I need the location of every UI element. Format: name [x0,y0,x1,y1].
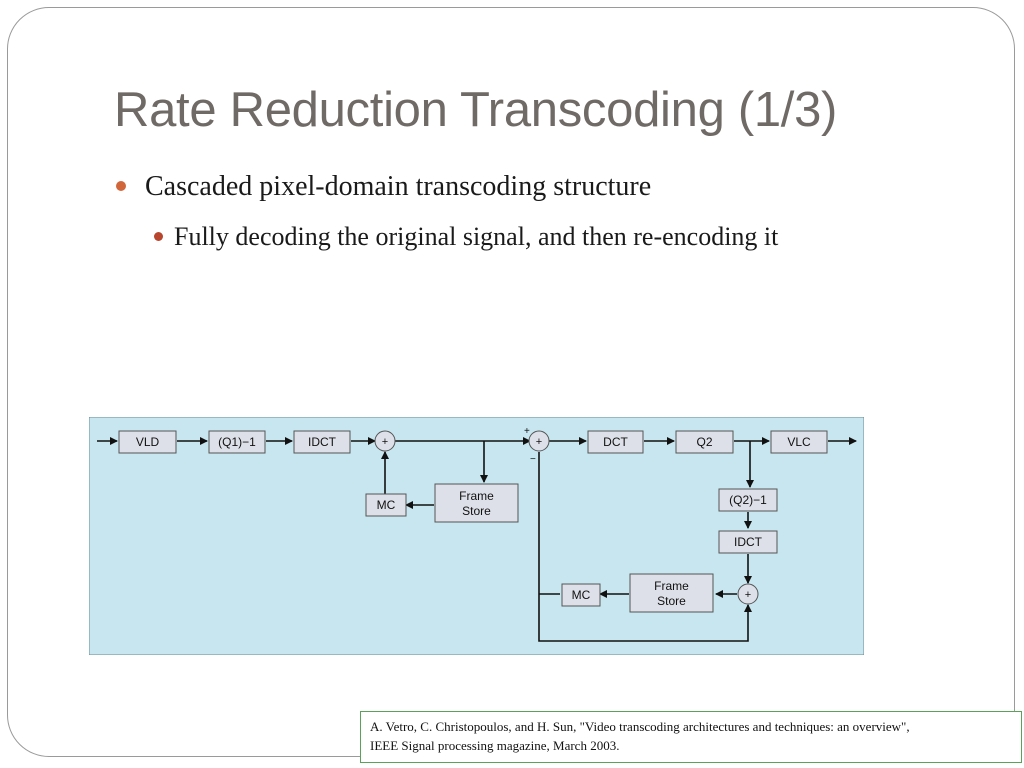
bullet-text: Cascaded pixel-domain transcoding struct… [145,171,652,202]
vlc-block: VLC [770,430,828,454]
citation-box: A. Vetro, C. Christopoulos, and H. Sun, … [360,711,1022,763]
block-label: Store [657,594,686,608]
vld-block: VLD [118,430,177,454]
block-label: Q2 [696,435,712,449]
block-label: IDCT [734,535,763,549]
citation-line-2: IEEE Signal processing magazine, March 2… [370,738,620,753]
inverse-quantizer-2-block: (Q2)−1 [718,488,778,512]
idct-block-1: IDCT [293,430,351,454]
frame-store-block-1: Frame Store [434,483,519,523]
slide-title: Rate Reduction Transcoding (1/3) [114,83,838,137]
adder-3: + [737,583,759,605]
quantizer-2-block: Q2 [675,430,734,454]
minus-sign-label: − [530,454,536,465]
adder-symbol: + [382,436,388,448]
block-label: MC [377,498,396,512]
block-label: DCT [603,435,628,449]
bullet-dot-icon [116,180,126,191]
block-label: IDCT [308,435,337,449]
bullet-level-2: Fully decoding the original signal, and … [154,222,778,252]
block-label: (Q2)−1 [729,493,767,507]
dct-block: DCT [587,430,644,454]
block-label: Frame [654,579,689,593]
bullet-level-1: Cascaded pixel-domain transcoding struct… [116,171,651,203]
citation-line-1: A. Vetro, C. Christopoulos, and H. Sun, … [370,719,910,734]
inverse-quantizer-1-block: (Q1)−1 [208,430,266,454]
adder-symbol: + [745,589,751,601]
bullet-text: Fully decoding the original signal, and … [174,222,779,251]
mc-block-1: MC [365,493,407,517]
adder-2: + [528,430,550,452]
block-label: VLD [136,435,160,449]
diagram-wires [97,437,857,642]
block-label: Frame [459,489,494,503]
bullet-dot-icon [154,231,163,241]
transcoder-block-diagram: VLD (Q1)−1 IDCT MC Frame Store DCT Q2 VL… [89,417,864,655]
plus-sign-label: + [524,426,530,437]
frame-store-block-2: Frame Store [629,573,714,613]
block-label: (Q1)−1 [218,435,256,449]
idct-block-2: IDCT [718,530,778,554]
block-label: MC [572,588,591,602]
block-label: VLC [787,435,811,449]
adder-symbol: + [536,436,542,448]
block-label: Store [462,504,491,518]
adder-1: + [374,430,396,452]
mc-block-2: MC [561,583,601,607]
